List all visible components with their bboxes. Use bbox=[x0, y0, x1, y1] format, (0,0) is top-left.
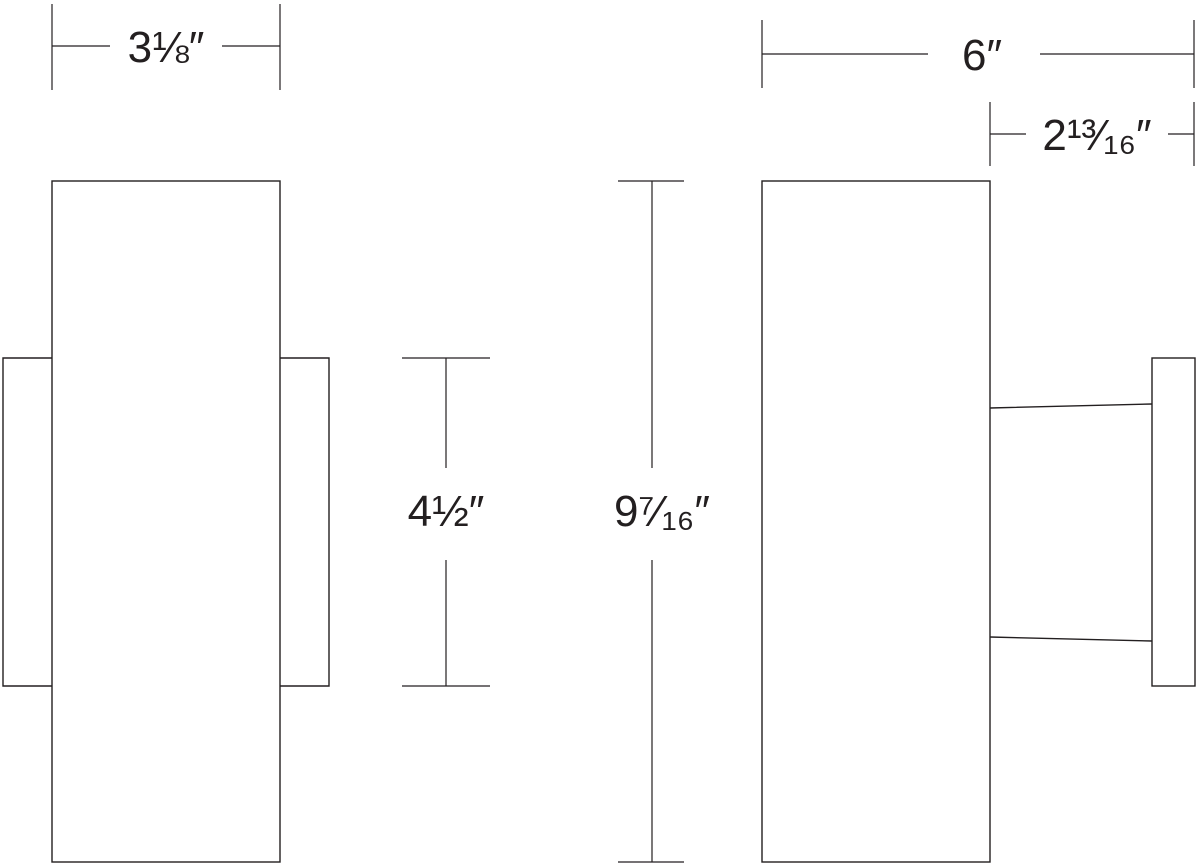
overall-height-dimension: 9⁷⁄₁₆″ bbox=[614, 180, 710, 863]
backplate-height-dimension: 4½″ bbox=[402, 357, 490, 687]
side-view bbox=[761, 180, 1196, 863]
side-backplate bbox=[1151, 357, 1196, 687]
side-arm bbox=[989, 403, 1153, 642]
depth-dimension: 6″ bbox=[761, 20, 1195, 88]
front-backplate-left bbox=[2, 357, 52, 687]
front-view bbox=[2, 180, 330, 863]
depth-label: 6″ bbox=[962, 31, 1002, 80]
backplate-projection-dimension: 2¹³⁄₁₆″ bbox=[989, 102, 1195, 166]
backplate-height-label: 4½″ bbox=[408, 487, 485, 536]
side-body bbox=[761, 180, 991, 863]
front-backplate-right bbox=[280, 357, 330, 687]
backplate-projection-label: 2¹³⁄₁₆″ bbox=[1042, 111, 1151, 160]
overall-height-label: 9⁷⁄₁₆″ bbox=[614, 487, 710, 536]
width-dimension: 3⅛″ bbox=[51, 4, 281, 90]
width-label: 3⅛″ bbox=[128, 23, 205, 72]
front-body bbox=[51, 180, 281, 863]
